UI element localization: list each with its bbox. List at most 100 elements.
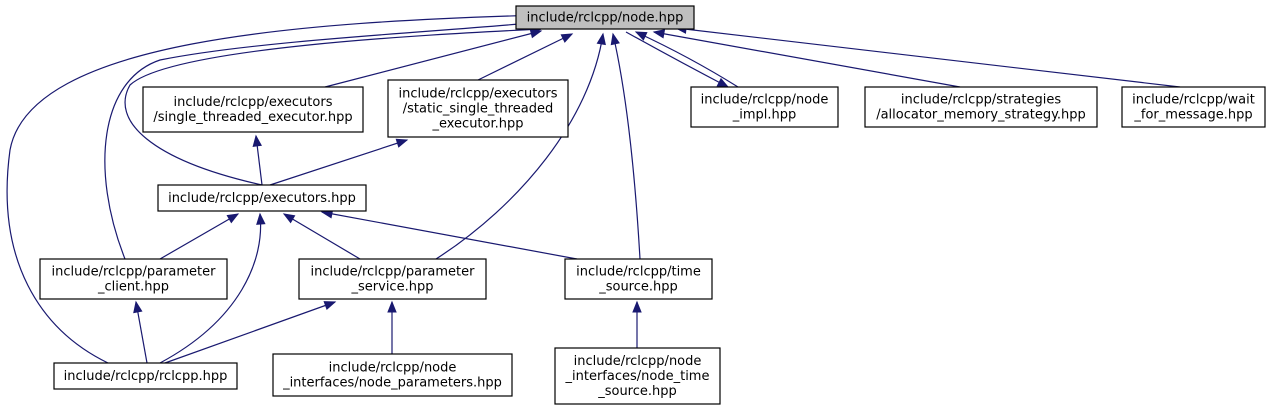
edge-pservice-to-node [435, 32, 606, 260]
node-box [515, 5, 695, 30]
edge-execs-to-ste [252, 134, 263, 186]
arrowhead [133, 300, 143, 314]
node-box [157, 184, 367, 212]
node-ntime[interactable]: include/rclcpp/node_interfaces/node_time… [554, 347, 721, 405]
node-label-line: _executor.hpp [431, 117, 523, 132]
arrowhead [323, 301, 337, 310]
node-tsource[interactable]: include/rclcpp/time_source.hpp [564, 258, 713, 300]
edge-line [324, 30, 542, 88]
edge-nparams-to-pservice [387, 300, 397, 354]
node-label-line: _interfaces/node_parameters.hpp [282, 376, 502, 391]
edge-line [159, 213, 239, 260]
arrowhead [610, 32, 620, 46]
edge-nimpl-to-node [634, 31, 739, 88]
node-label-line: include/rclcpp/node [574, 354, 702, 369]
edge-ams-to-node [652, 29, 961, 88]
edge-tsource-to-execs [320, 209, 578, 260]
node-nparams[interactable]: include/rclcpp/node_interfaces/node_para… [272, 353, 513, 397]
node-label-line: include/rclcpp/executors [174, 95, 333, 110]
node-execs[interactable]: include/rclcpp/executors.hpp [157, 184, 367, 212]
arrowhead [256, 212, 266, 225]
node-label-line: /static_single_threaded [403, 102, 553, 117]
node-box [298, 258, 487, 300]
node-label-line: _impl.hpp [732, 108, 797, 123]
node-label-line: include/rclcpp/parameter [311, 265, 476, 280]
edge-ste-to-node [324, 29, 543, 88]
edge-line [269, 139, 408, 186]
edge-node-to-nimpl [625, 31, 730, 88]
node-label-line: include/rclcpp/wait [1132, 93, 1255, 108]
edge-tsource-to-node [610, 32, 641, 260]
arrowhead [596, 32, 606, 46]
node-label-line: include/rclcpp/node [701, 93, 829, 108]
node-label-line: _source.hpp [597, 384, 677, 399]
edge-line [435, 33, 604, 260]
node-box [53, 362, 238, 390]
node-label-line: _for_message.hpp [1133, 108, 1252, 123]
edge-pclient-to-execs [159, 213, 240, 260]
arrowhead [387, 300, 397, 313]
node-label-line: _client.hpp [97, 280, 169, 295]
edge-line [104, 21, 542, 260]
arrowhead [634, 31, 648, 41]
edge-rclcpp-to-pclient [133, 300, 148, 364]
edge-pclient-to-node [104, 18, 543, 260]
edge-line [612, 33, 641, 260]
nodes-layer: include/rclcpp/node.hpp include/rclcpp/ex… [39, 5, 1266, 405]
node-node[interactable]: include/rclcpp/node.hpp [515, 5, 695, 30]
node-box [387, 79, 569, 138]
node-box [1121, 86, 1266, 128]
node-label-line: include/rclcpp/executors [399, 87, 558, 102]
node-label-line: /single_threaded_executor.hpp [153, 110, 352, 125]
node-rclcpp[interactable]: include/rclcpp/rclcpp.hpp [53, 362, 238, 390]
node-label-line: include/rclcpp/executors.hpp [168, 191, 356, 206]
node-pclient[interactable]: include/rclcpp/parameter_client.hpp [39, 258, 228, 300]
node-wfm[interactable]: include/rclcpp/wait_for_message.hpp [1121, 86, 1266, 128]
edge-sste-to-node [477, 33, 574, 81]
node-label-line: include/rclcpp/time [576, 265, 701, 280]
node-label-line: include/rclcpp/rclcpp.hpp [64, 369, 228, 384]
edge-pservice-to-execs [282, 213, 361, 260]
edge-line [159, 213, 262, 364]
node-ams[interactable]: include/rclcpp/strategies/allocator_memo… [864, 86, 1098, 128]
node-label-line: include/rclcpp/parameter [52, 265, 217, 280]
node-box [690, 86, 839, 128]
arrowhead [632, 300, 642, 313]
node-label-line: include/rclcpp/node [329, 361, 457, 376]
edge-line [477, 33, 573, 81]
edge-line [164, 301, 336, 364]
node-box [39, 258, 228, 300]
node-box [564, 258, 713, 300]
edge-ntime-to-tsource [632, 300, 642, 348]
arrowhead [652, 29, 666, 39]
node-label-line: include/rclcpp/strategies [901, 93, 1061, 108]
node-pservice[interactable]: include/rclcpp/parameter_service.hpp [298, 258, 487, 300]
node-box [142, 86, 364, 133]
arrowhead [282, 213, 296, 224]
edge-line [321, 211, 578, 260]
arrowhead [226, 213, 240, 224]
edge-line [625, 31, 729, 88]
node-label-line: /allocator_memory_strategy.hpp [876, 108, 1086, 123]
edge-rclcpp-to-execs [159, 212, 266, 364]
node-box [272, 353, 513, 397]
edge-execs-to-sste [269, 138, 409, 186]
node-label-line: include/rclcpp/node.hpp [527, 11, 684, 26]
arrowhead [560, 33, 574, 43]
node-sste[interactable]: include/rclcpp/executors/static_single_t… [387, 79, 569, 138]
arrowhead [395, 138, 409, 148]
edge-line [635, 31, 739, 88]
node-box [554, 347, 721, 405]
edge-line [653, 31, 961, 88]
edge-line [6, 14, 542, 364]
edge-line [124, 28, 542, 186]
edge-wfm-to-node [674, 24, 1181, 88]
node-label-line: _service.hpp [351, 280, 434, 295]
node-ste[interactable]: include/rclcpp/executors/single_threaded… [142, 86, 364, 133]
arrowhead [252, 134, 262, 147]
edge-line [675, 27, 1181, 88]
node-label-line: _interfaces/node_time [565, 369, 710, 384]
node-nimpl[interactable]: include/rclcpp/node_impl.hpp [690, 86, 839, 128]
node-box [864, 86, 1098, 128]
